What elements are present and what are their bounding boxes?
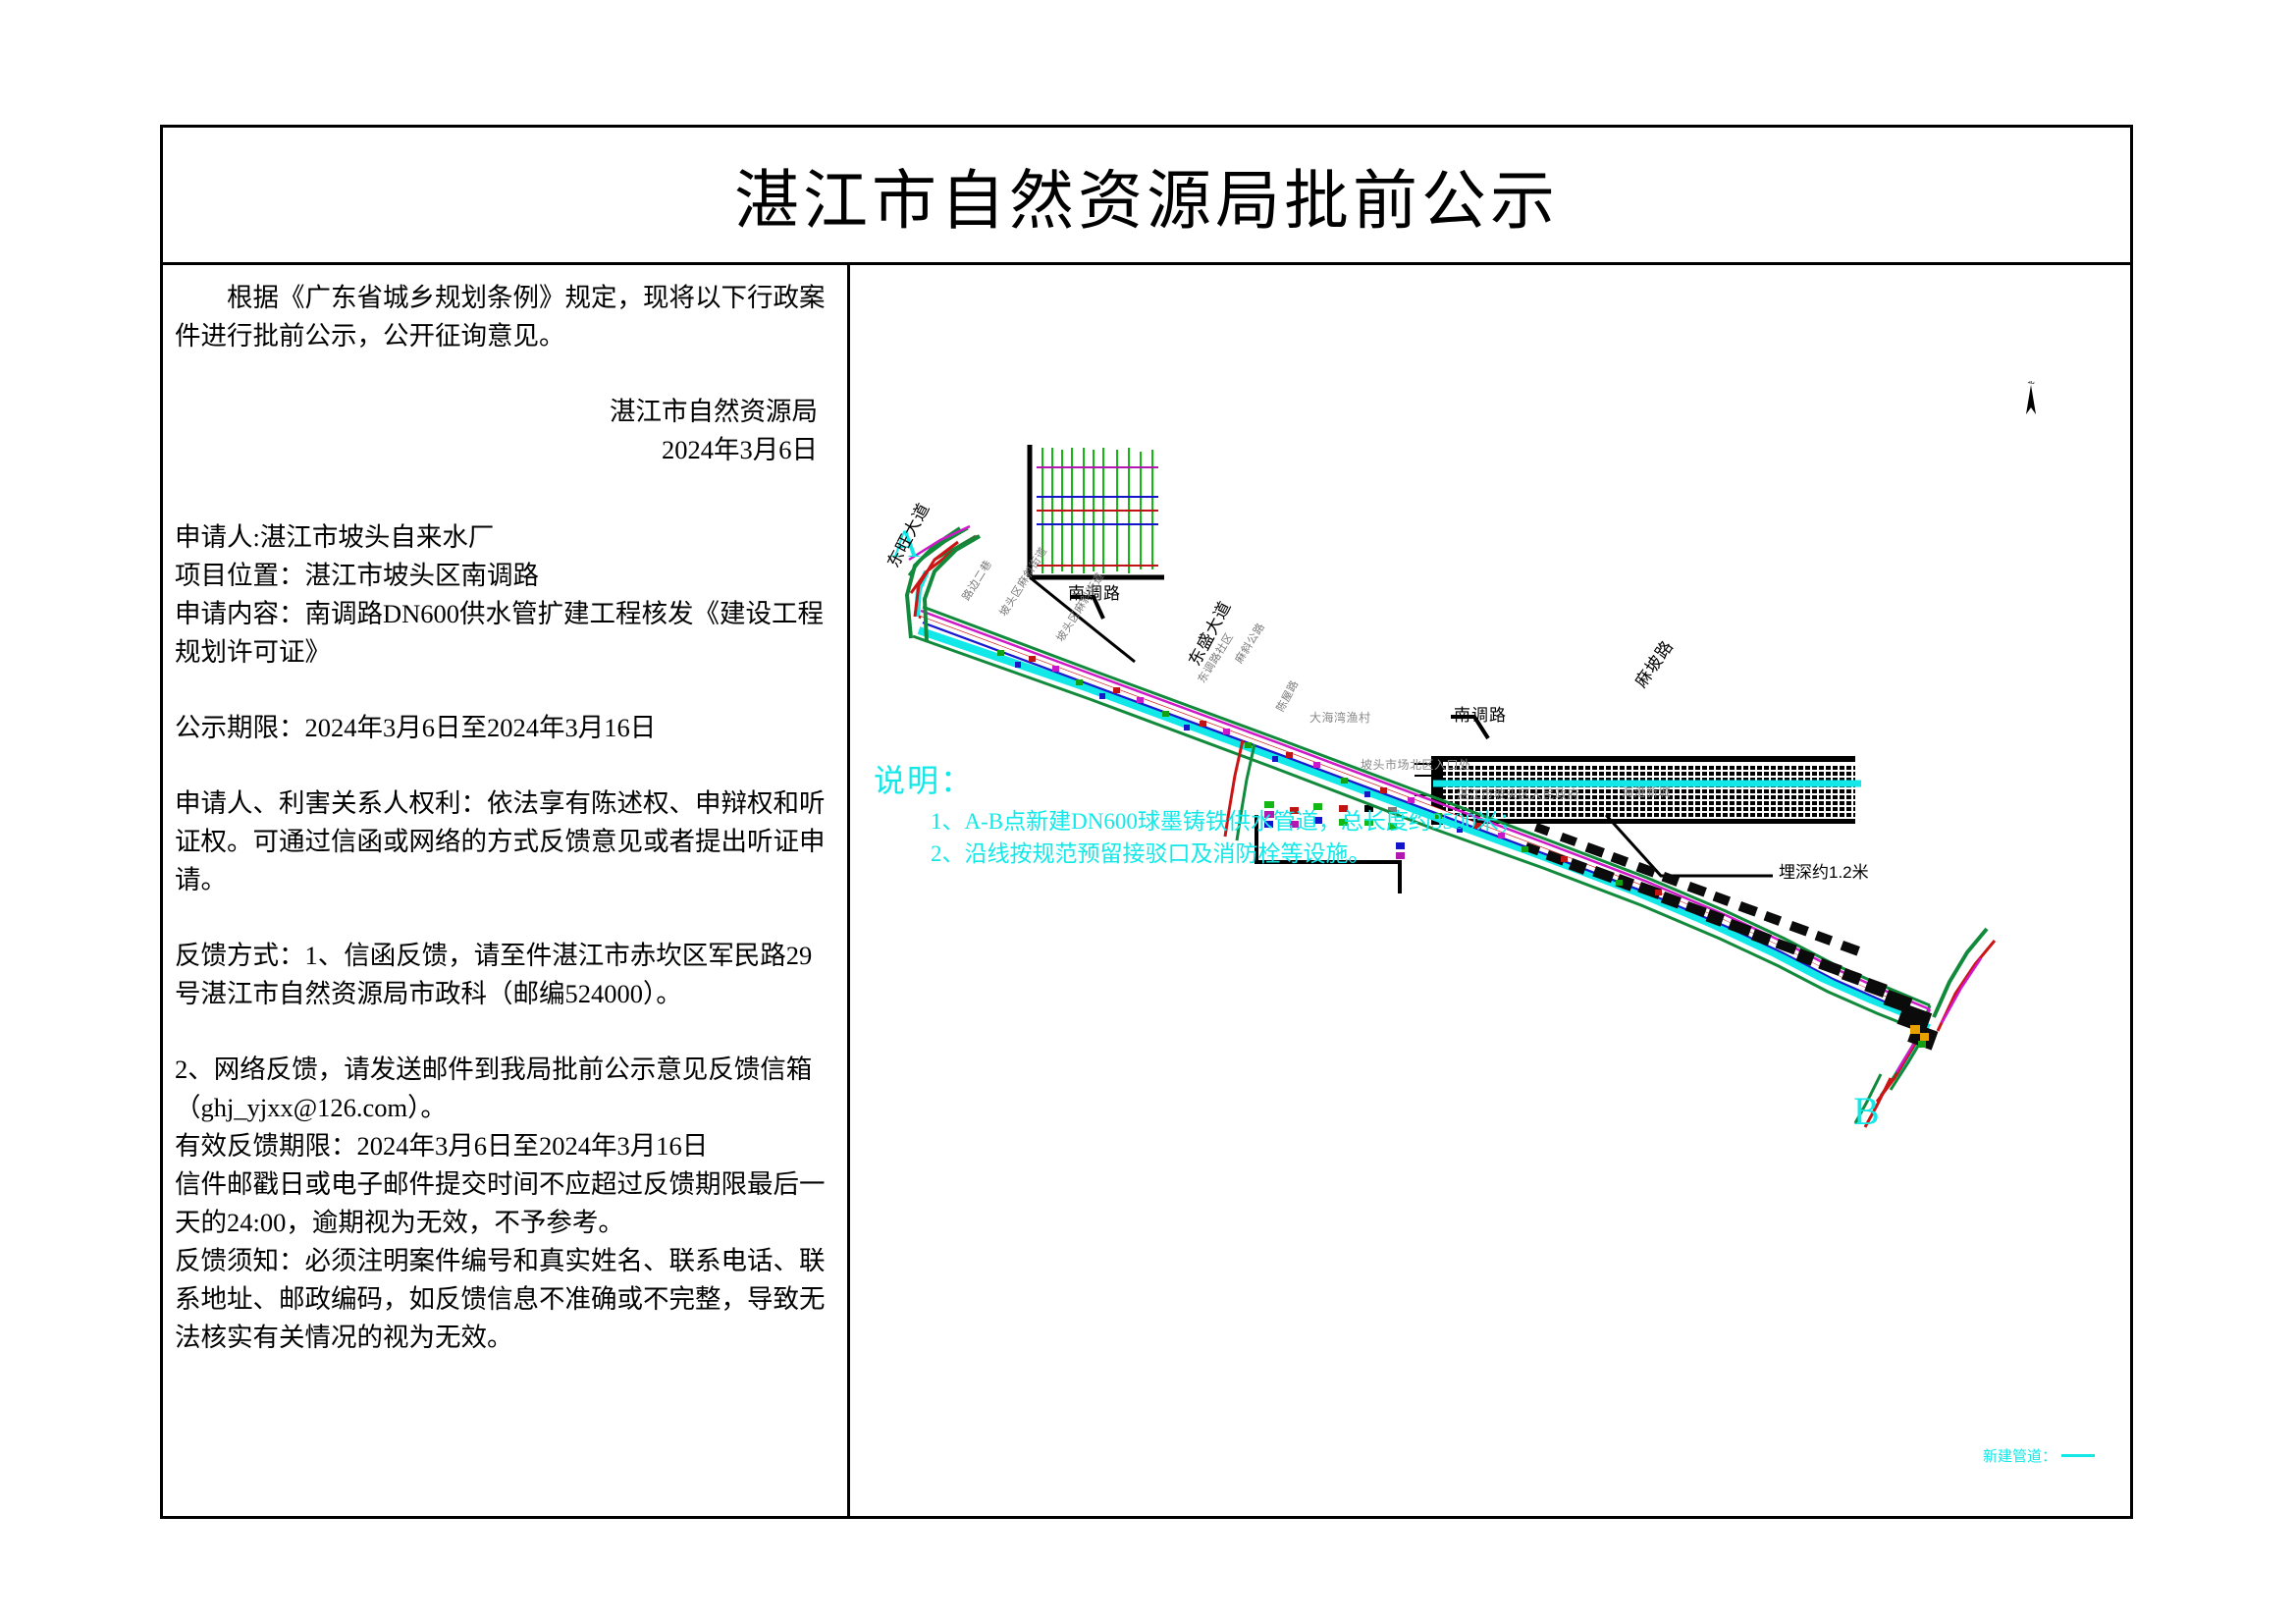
spacer xyxy=(175,355,831,393)
map-label-11: 大海湾渔村 xyxy=(1309,711,1371,725)
pipeline-route-drawing xyxy=(904,445,1997,1128)
label-leader-nantiao-right xyxy=(1451,715,1490,740)
title-band: 湛江市自然资源局批前公示 xyxy=(163,128,2130,265)
point-b-marker: B xyxy=(1853,1089,1880,1133)
detail-inset-left xyxy=(1027,445,1164,664)
map-label-2: 南调路 xyxy=(1454,706,1507,725)
feedback-notice: 反馈须知：必须注明案件编号和真实姓名、联系电话、联系地址、邮政编码，如反馈信息不… xyxy=(175,1246,826,1352)
legend-body: 1、A-B点新建DN600球墨铸铁供水管道，总长度约3500米； 2、沿线按规范… xyxy=(931,809,1522,866)
rights-paragraph: 申请人、利害关系人权利：依法享有陈述权、申辩权和听证权。可通过信函或网络的方式反… xyxy=(175,788,826,894)
branch-road-middle xyxy=(1223,739,1256,841)
feedback-method-email: 2、网络反馈，请发送邮件到我局批前公示意见反馈信箱（ghj_yjxx@126.c… xyxy=(175,1055,813,1122)
publicity-document: 湛江市自然资源局批前公示 根据《广东省城乡规划条例》规定，现将以下行政案件进行批… xyxy=(160,125,2133,1519)
map-label-14: 海港新城 xyxy=(1622,785,1672,799)
map-legend: 说明： 1、A-B点新建DN600球墨铸铁供水管道，总长度约3500米； 2、沿… xyxy=(874,756,1522,870)
new-pipe-legend-label: 新建管道： xyxy=(1982,1448,2056,1465)
deadline-note: 信件邮戳日或电子邮件提交时间不应超过反馈期限最后一天的24:00，逾期视为无效，… xyxy=(175,1169,826,1237)
spacer xyxy=(175,1013,831,1051)
intersection-a xyxy=(904,524,982,643)
section-detail-right xyxy=(1415,756,1861,878)
intersection-b xyxy=(1853,927,1997,1128)
project-location-line: 项目位置：湛江市坡头区南调路 xyxy=(175,561,539,590)
map-label-1: 南调路 xyxy=(1068,584,1121,603)
valid-feedback-period: 有效反馈期限：2024年3月6日至2024年3月16日 xyxy=(175,1131,709,1161)
burial-depth-note: 埋深约1.2米 xyxy=(1779,863,1869,882)
map-label-13: 湛江市坡头区人民政府 xyxy=(1457,787,1580,801)
point-a-marker: A xyxy=(891,521,920,566)
building-footprints xyxy=(1523,823,1939,1051)
map-canvas: 北 xyxy=(850,265,2130,1519)
spacer xyxy=(175,469,831,518)
new-pipe-legend: 新建管道： xyxy=(1983,1445,2095,1466)
label-leader-nantiao-left xyxy=(1071,595,1105,620)
north-arrow-icon: 北 xyxy=(2026,381,2036,414)
publicity-period-line: 公示期限：2024年3月6日至2024年3月16日 xyxy=(175,713,657,742)
map-label-12: 坡头市场北区入口处 xyxy=(1361,758,1471,772)
application-content-line: 申请内容：南调路DN600供水管扩建工程核发《建设工程规划许可证》 xyxy=(175,599,825,667)
spacer xyxy=(175,747,831,784)
applicant-line: 申请人:湛江市坡头自来水厂 xyxy=(175,522,495,552)
new-pipe-legend-swatch xyxy=(2061,1454,2095,1457)
document-body: 根据《广东省城乡规划条例》规定，现将以下行政案件进行批前公示，公开征询意见。 湛… xyxy=(163,265,2130,1519)
page-title: 湛江市自然资源局批前公示 xyxy=(734,165,1559,238)
notice-issue-date: 2024年3月6日 xyxy=(662,435,818,464)
feedback-method-mail: 反馈方式：1、信函反馈，请至件湛江市赤坎区军民路29号湛江市自然资源局市政科（邮… xyxy=(175,941,813,1008)
spacer xyxy=(175,672,831,709)
svg-text:北: 北 xyxy=(2028,381,2035,385)
parcel-markers xyxy=(997,650,1929,1048)
detail-inset-middle xyxy=(1255,801,1405,893)
notice-text-pane: 根据《广东省城乡规划条例》规定，现将以下行政案件进行批前公示，公开征询意见。 湛… xyxy=(163,265,850,1519)
notice-issuer: 湛江市自然资源局 xyxy=(610,397,818,426)
legend-title: 说明： xyxy=(874,763,975,798)
notice-intro: 根据《广东省城乡规划条例》规定，现将以下行政案件进行批前公示，公开征询意见。 xyxy=(175,283,826,351)
spacer xyxy=(175,899,831,937)
site-plan-pane: 北 xyxy=(850,265,2130,1519)
